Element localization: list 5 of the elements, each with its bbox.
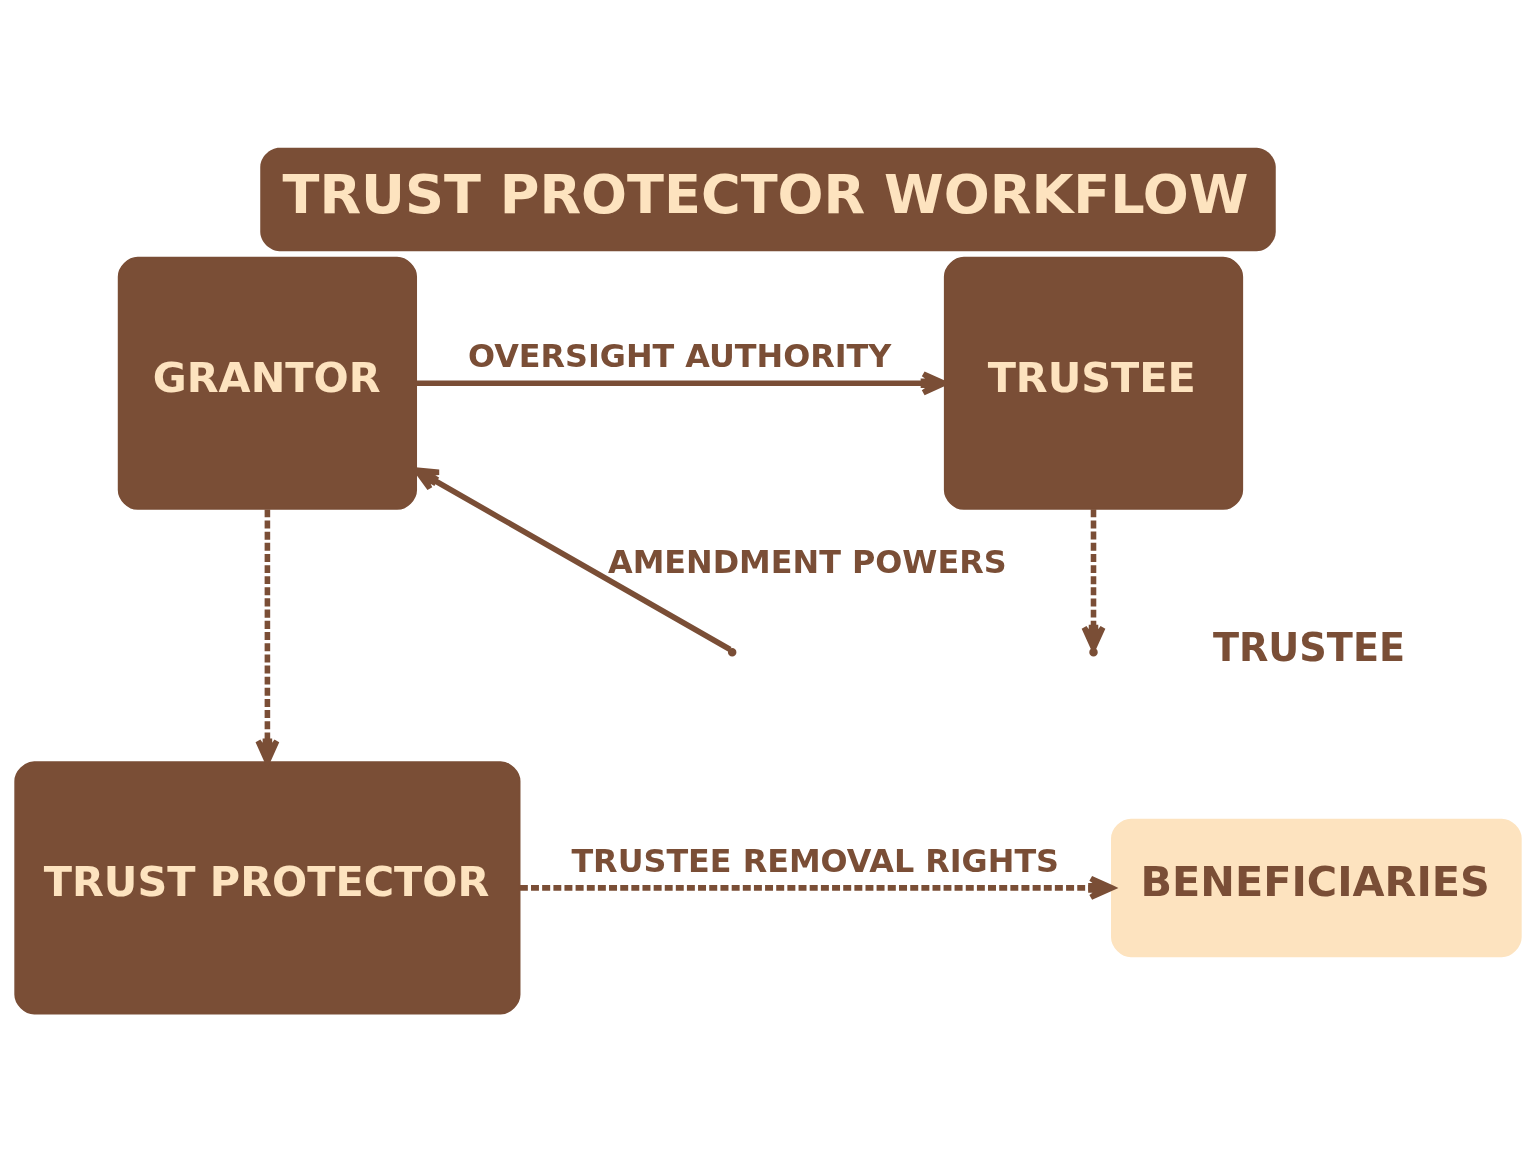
edge-label: OVERSIGHT AUTHORITY: [467, 336, 892, 375]
edge-label: AMENDMENT POWERS: [608, 542, 1007, 581]
label: TRUSTEE: [1212, 625, 1406, 670]
edge-label: TRUSTEE REMOVAL RIGHTS: [571, 841, 1060, 880]
diagram-title: TRUST PROTECTOR WORKFLOW: [282, 162, 1249, 226]
